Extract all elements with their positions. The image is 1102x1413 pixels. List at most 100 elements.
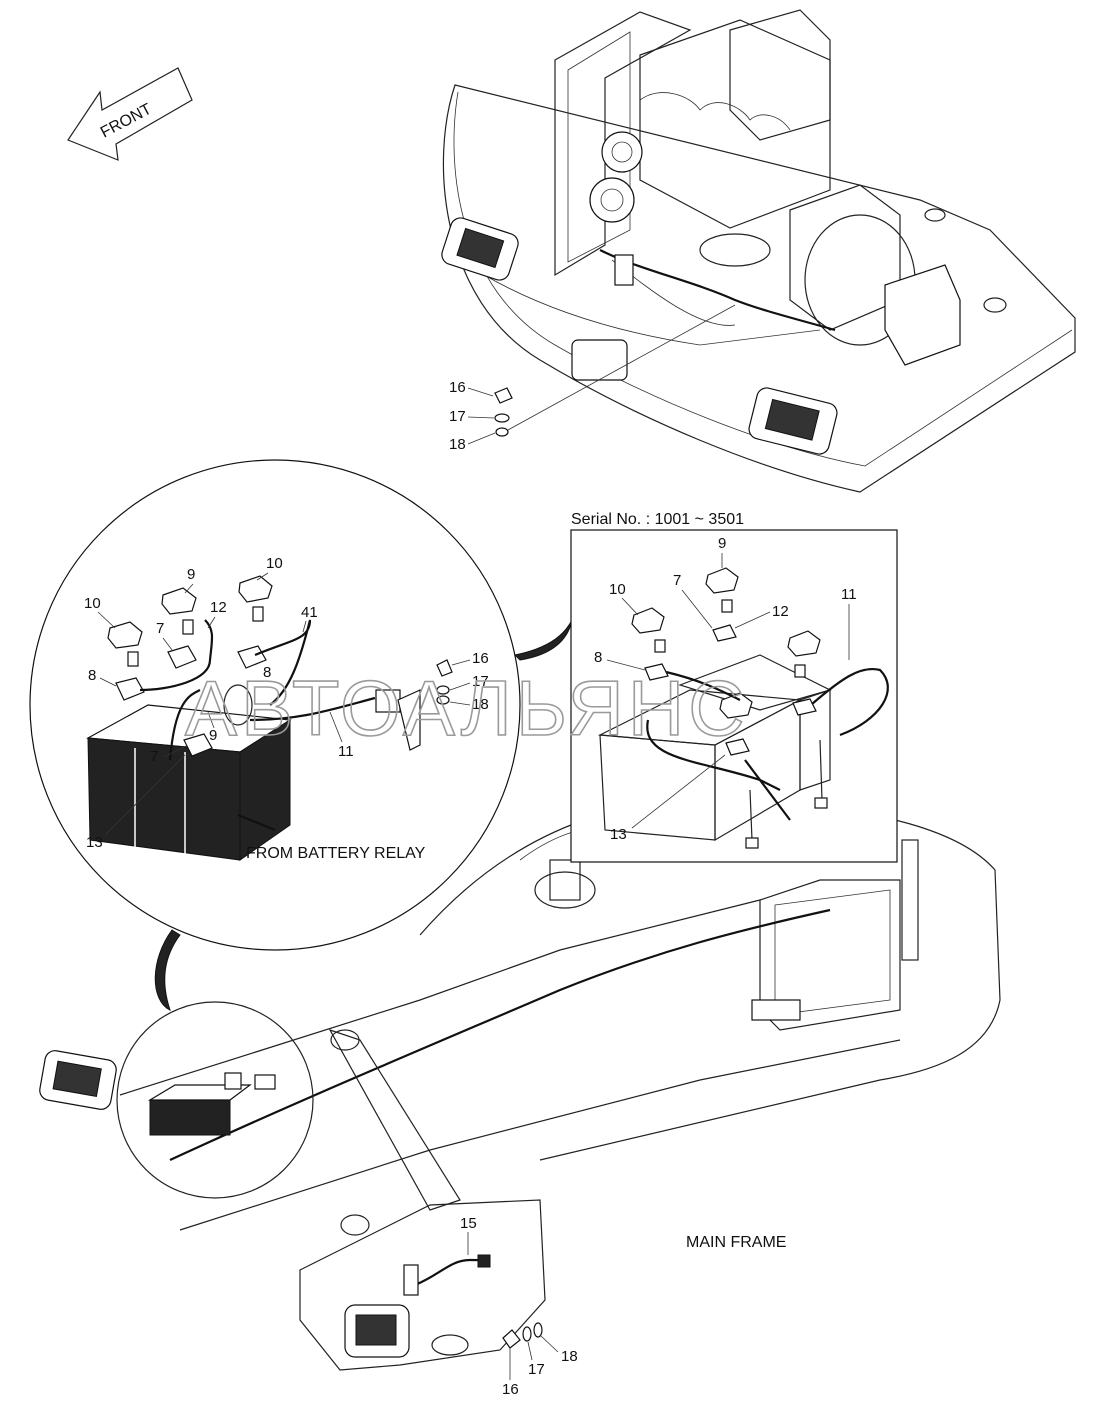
callout-7: 7 <box>673 572 681 589</box>
callout-18: 18 <box>472 696 489 713</box>
callout-16: 16 <box>502 1381 519 1398</box>
serial-stud-b <box>749 789 753 841</box>
serial-relay-cable <box>744 759 791 821</box>
serial-clamp-c <box>725 738 750 756</box>
serial-cap-9b <box>719 692 753 719</box>
frame-hole <box>924 208 946 222</box>
bottom-bolt-stack <box>502 1322 543 1349</box>
frame-beam-bottom <box>179 1039 901 1231</box>
callout-13: 13 <box>610 826 627 843</box>
terminal-cap-10b <box>238 575 273 603</box>
top-callouts: 16 17 18 <box>449 379 496 453</box>
starter-motor <box>589 177 635 223</box>
callout-11: 11 <box>338 743 354 760</box>
callout-41: 41 <box>301 604 318 621</box>
callout-18: 18 <box>449 436 466 453</box>
nut <box>182 619 194 635</box>
front-arrow: FRONT <box>67 67 193 161</box>
muffler <box>699 233 771 267</box>
serial-clamp-b <box>792 698 817 716</box>
boom-pin-hole <box>340 1214 370 1236</box>
serial-detail-box: Serial No. : 1001 ~ 3501 <box>570 511 898 863</box>
lower-counterweight <box>299 1199 546 1371</box>
callout-13: 13 <box>86 834 103 851</box>
serial-stud <box>819 739 823 801</box>
serial-number-label: Serial No. : 1001 ~ 3501 <box>571 511 744 528</box>
radiator-frame <box>554 11 692 277</box>
callout-10: 10 <box>609 581 626 598</box>
main-frame-assembly: MAIN FRAME <box>39 797 1001 1371</box>
filter-canister <box>534 871 596 909</box>
relay-box <box>571 339 628 381</box>
hydraulic-pump <box>884 264 961 366</box>
main-wire-harness <box>169 908 831 1161</box>
callout-17: 17 <box>472 673 489 690</box>
serial-cap-10 <box>631 607 665 634</box>
callout-9: 9 <box>187 566 195 583</box>
callout-8: 8 <box>88 667 96 684</box>
serial-leader-wedge <box>513 619 573 661</box>
callout-16: 16 <box>449 379 466 396</box>
callout-16: 16 <box>472 650 489 667</box>
lift-eye <box>431 1334 469 1356</box>
engine-assembly <box>441 9 1076 493</box>
callout-12: 12 <box>210 599 227 616</box>
relay-cable <box>237 813 276 832</box>
counterweight-seam <box>459 259 821 346</box>
callout-10: 10 <box>84 595 101 612</box>
frame-right-lamp <box>344 1304 410 1358</box>
ground-bolt <box>436 659 453 677</box>
exhaust-manifold <box>639 92 791 131</box>
counterweight-outline <box>442 84 1076 493</box>
front-arrow-label: FRONT <box>98 101 155 142</box>
frame-hole <box>983 297 1007 313</box>
circle-callouts: 10 9 10 12 41 7 8 8 16 17 18 9 7 11 13 <box>84 555 489 851</box>
callout-17: 17 <box>528 1361 545 1378</box>
frame-beam-top <box>119 899 761 1096</box>
terminal-clamp-8 <box>115 677 145 701</box>
serial-cable-loop <box>646 719 781 791</box>
terminal-cover <box>223 684 253 726</box>
detail-leader-wedge <box>154 929 181 1011</box>
serial-clamp-7 <box>712 624 737 642</box>
battery-cable-12 <box>139 619 214 692</box>
terminal-cap-9 <box>161 587 197 615</box>
serial-callouts: 9 7 10 12 11 8 13 <box>594 535 857 843</box>
rear-radiator-core <box>774 889 891 1016</box>
battery-pack <box>85 704 292 861</box>
ground-stud <box>403 1264 419 1296</box>
alternator <box>601 131 643 173</box>
shock-strut <box>901 839 919 961</box>
link-cable <box>168 689 201 761</box>
ground-lug <box>477 1254 491 1268</box>
callout-9b: 9 <box>209 727 217 744</box>
callout-7: 7 <box>156 620 164 637</box>
boom-bracket <box>328 1028 461 1211</box>
ground-cable-15 <box>414 1258 486 1287</box>
serial-clamp-8 <box>644 663 669 681</box>
boom-pin-hole <box>330 1029 360 1051</box>
caption-main-frame: MAIN FRAME <box>686 1234 786 1251</box>
nut <box>252 606 264 622</box>
callout-10b: 10 <box>266 555 283 572</box>
radiator-foot <box>751 999 801 1021</box>
left-tail-lamp <box>441 217 519 281</box>
right-tail-lamp <box>748 387 838 455</box>
callout-8: 8 <box>594 649 602 666</box>
nut <box>127 651 139 667</box>
terminal-block <box>614 254 634 286</box>
callout-17: 17 <box>449 408 466 425</box>
radiator-core <box>567 31 631 263</box>
mini-battery <box>149 1099 231 1136</box>
engine-wire-harness <box>599 249 836 332</box>
top-bolt-stack <box>494 304 736 437</box>
battery-detail-circle: FROM BATTERY RELAY <box>29 459 521 951</box>
callout-11: 11 <box>841 586 857 603</box>
battery-cable-11 <box>249 696 376 722</box>
callout-9: 9 <box>718 535 726 552</box>
serial-cap-9 <box>705 567 739 594</box>
watermark-text: АВТОАЛЬЯНС <box>185 664 749 752</box>
serial-battery2-side <box>799 689 831 791</box>
caption-battery-relay: FROM BATTERY RELAY <box>246 845 426 862</box>
